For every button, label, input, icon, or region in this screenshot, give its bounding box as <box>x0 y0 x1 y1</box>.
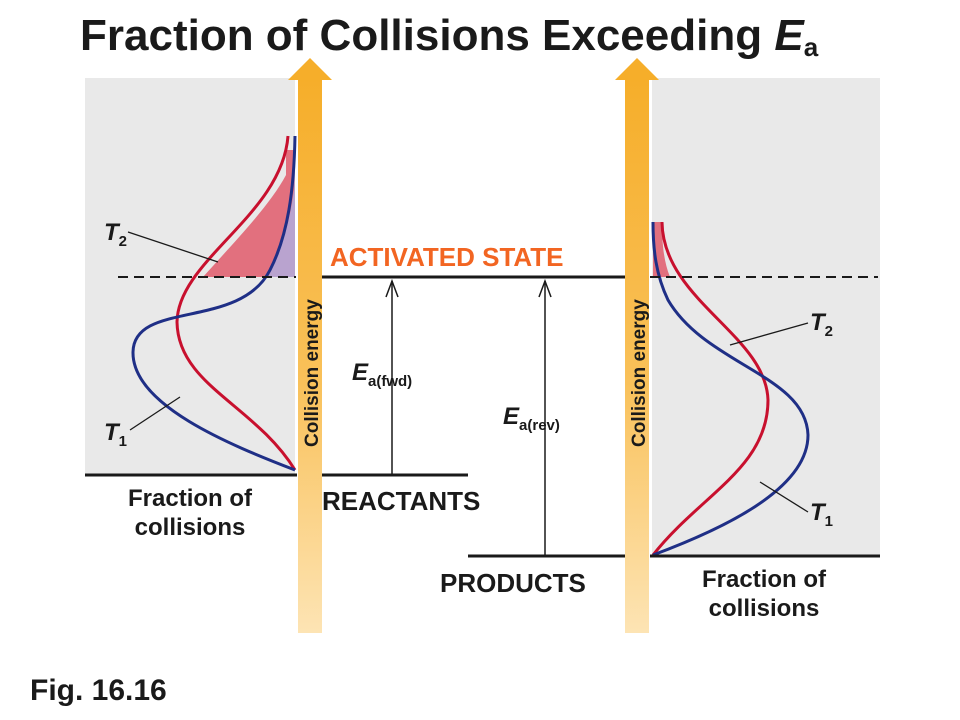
slide-title: Fraction of Collisions Exceeding Ea <box>80 11 819 62</box>
left-t1-curve <box>131 135 297 472</box>
left-fraction-label-line2: collisions <box>135 514 246 541</box>
left-t2-shaded-area <box>203 150 295 277</box>
right-collision-energy-arrow <box>615 58 659 633</box>
ea-rev-arrowhead <box>538 278 552 298</box>
ea-fwd-label: Ea(fwd) <box>352 359 412 390</box>
left-t1-label: T1 <box>104 419 127 450</box>
left-t1-leader <box>129 396 181 431</box>
right-t2-curve <box>651 221 770 556</box>
left-fraction-label-line1: Fraction of <box>128 485 253 512</box>
right-distribution-panel <box>652 78 880 556</box>
left-t2-curve <box>175 135 297 471</box>
right-t1-leader <box>759 481 809 513</box>
right-fraction-label-line2: collisions <box>709 595 820 622</box>
figure-label: Fig. 16.16 <box>30 674 167 707</box>
right-axis-label: Collision energy <box>629 299 650 447</box>
right-t1-curve <box>651 221 810 557</box>
left-overlap-shaded-area <box>268 160 295 277</box>
right-t1-label: T1 <box>810 499 833 530</box>
products-label: PRODUCTS <box>440 568 586 598</box>
left-collision-energy-arrow <box>288 58 332 633</box>
left-t2-leader <box>127 231 219 263</box>
ea-fwd-arrowhead <box>385 278 399 298</box>
right-t2-label: T2 <box>810 309 833 340</box>
left-t2-label: T2 <box>104 219 127 250</box>
right-fraction-label-line1: Fraction of <box>702 566 827 593</box>
reactants-label: REACTANTS <box>322 486 480 516</box>
right-t2-leader <box>729 322 809 346</box>
left-axis-label: Collision energy <box>302 299 323 447</box>
activated-state-label: ACTIVATED STATE <box>330 242 564 272</box>
ea-rev-label: Ea(rev) <box>503 403 560 434</box>
